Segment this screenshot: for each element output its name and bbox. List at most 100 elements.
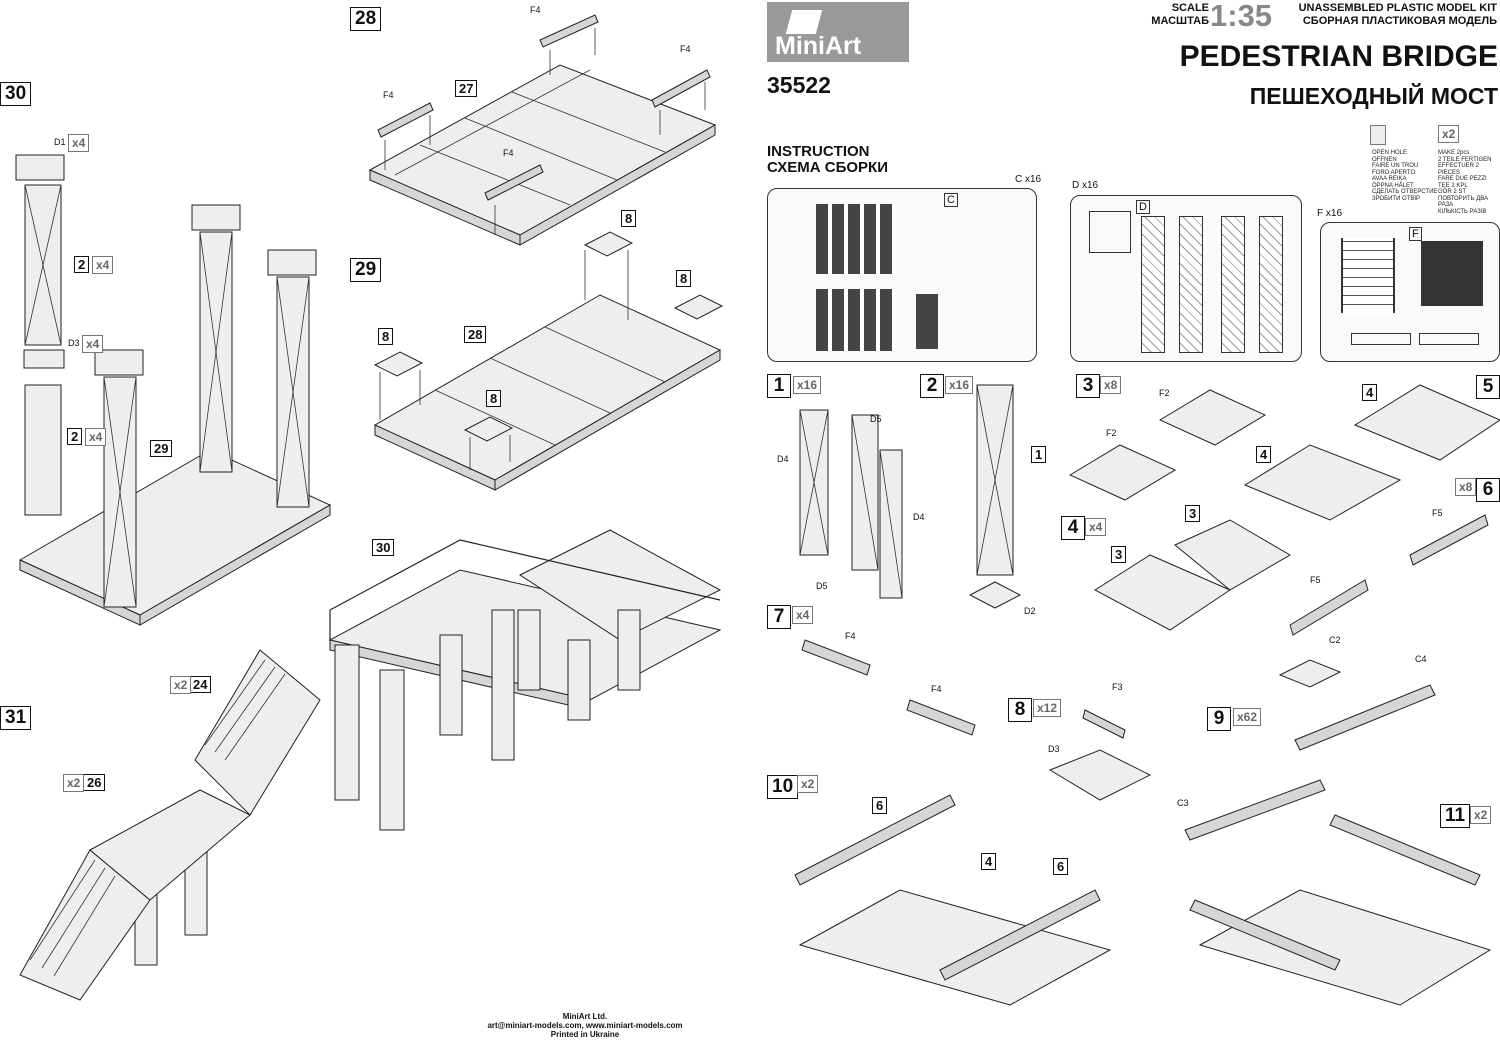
step-30-part-2a: 2: [74, 256, 90, 273]
sprue-f: F: [1320, 222, 1500, 362]
step10-assembly-drawing: [794, 794, 1112, 1006]
step2-column-drawing: [968, 384, 1022, 609]
sprue-d-truss-1: [1141, 216, 1165, 353]
make-two-legend: MAKE 2pcs 2 TEILE FERTIGEN EFFECTUER 2 P…: [1438, 150, 1492, 215]
sprue-d-letter: D: [1136, 200, 1150, 214]
sprue-f-mesh: [1421, 241, 1483, 306]
instruction-line2: СХЕМА СБОРКИ: [767, 159, 888, 176]
step-5-part-4a: 4: [1362, 384, 1378, 401]
step-11-mult: x2: [1470, 806, 1492, 824]
scale-label-ru: МАСШТАБ: [1151, 15, 1209, 27]
step1-truss-drawing: [799, 409, 903, 599]
step-6-part-f5a: F5: [1432, 508, 1443, 518]
sprue-c-letter: C: [944, 193, 958, 207]
step-9-part-c2: C2: [1329, 635, 1341, 645]
step5-plates-drawing: [1243, 384, 1500, 521]
step28-frame-drawing: [368, 14, 717, 246]
footer: MiniArt Ltd. art@miniart-models.com, www…: [460, 1012, 710, 1039]
step-29-part-8d: 8: [486, 390, 502, 407]
step-31-mult-24: x2: [170, 676, 192, 694]
step-10-part-6a: 6: [872, 797, 888, 814]
step-2-number: 2: [920, 374, 944, 398]
step-29-part-8b: 8: [676, 270, 692, 287]
open-hole-icon: [1370, 125, 1386, 145]
logo-emblem-icon: [785, 10, 823, 34]
footer-printed: Printed in Ukraine: [550, 1030, 620, 1039]
step-4-number: 4: [1061, 516, 1085, 540]
step-30-mult-2a: x4: [92, 256, 114, 274]
sprue-f-rail-2: [1419, 333, 1479, 345]
step-30-mult-d3: x4: [82, 335, 104, 353]
step-5-number: 5: [1476, 375, 1500, 399]
brand-logo: MiniArt: [767, 2, 909, 62]
step-10-mult: x2: [797, 775, 819, 793]
step-28-part-f4c: F4: [383, 90, 394, 100]
step-8-part-d3: D3: [1048, 744, 1060, 754]
step-5-part-4b: 4: [1256, 446, 1272, 463]
footer-company: MiniArt Ltd.: [562, 1012, 608, 1021]
step-2-part-d2: D2: [1024, 606, 1036, 616]
step-1-part-d4b: D4: [913, 512, 925, 522]
step-31-part-30: 30: [372, 539, 395, 556]
step-1-mult: x16: [793, 376, 822, 394]
sprue-c-label: C x16: [1015, 174, 1042, 185]
sprue-f-label: F x16: [1317, 208, 1343, 219]
open-hole-legend: OPEN HOLE OFFNEN FAIRE UN TROU FORO APER…: [1372, 150, 1438, 202]
step-29-number: 29: [350, 258, 382, 282]
step-6-part-f5b: F5: [1310, 575, 1321, 585]
step-28-part-27: 27: [455, 80, 478, 97]
instruction-line1: INSTRUCTION: [767, 143, 870, 160]
step-2-mult: x16: [945, 376, 974, 394]
sprue-f-rail-1: [1351, 333, 1411, 345]
sprue-d-label: D x16: [1072, 180, 1099, 191]
step6-rails-drawing: [1289, 514, 1489, 636]
step-8-mult: x12: [1033, 699, 1062, 717]
step-1-part-d5b: D5: [816, 581, 828, 591]
step-7-mult: x4: [792, 606, 814, 624]
step-28-part-f4b: F4: [680, 44, 691, 54]
step7-rails-drawing: [801, 639, 976, 736]
step-31-number: 31: [0, 706, 32, 730]
step-30-mult-d1: x4: [68, 134, 90, 152]
sprue-d-truss-2: [1179, 216, 1203, 353]
step31-bridge-drawing: [19, 529, 722, 1001]
sprue-d-truss-3: [1221, 216, 1245, 353]
step-3-mult: x8: [1100, 376, 1122, 394]
step-29-part-8a: 8: [621, 210, 637, 227]
step-9-number: 9: [1207, 707, 1231, 731]
step-10-part-6b: 6: [1053, 858, 1069, 875]
step30-pillars-drawing: [15, 154, 332, 626]
step-29-part-8c: 8: [378, 328, 394, 345]
sprue-d-plate: [1089, 211, 1131, 253]
step-30-number: 30: [0, 82, 32, 106]
logo-text: MiniArt: [775, 32, 862, 60]
step3-plates-drawing: [1068, 389, 1267, 501]
step-6-number: 6: [1476, 478, 1500, 502]
step-29-part-28: 28: [464, 326, 487, 343]
step-8-number: 8: [1008, 698, 1032, 722]
footer-contact: art@miniart-models.com, www.miniart-mode…: [487, 1021, 683, 1030]
title-en: PEDESTRIAN BRIDGE: [1179, 40, 1498, 73]
step-30-mult-2b: x4: [85, 428, 107, 446]
step-9-part-c3: C3: [1177, 798, 1189, 808]
step29-frame-drawing: [373, 231, 724, 491]
sprue-f-letter: F: [1409, 227, 1422, 241]
step-28-number: 28: [350, 7, 382, 31]
step-31-part-24: 24: [189, 676, 212, 693]
kit-type-en: UNASSEMBLED PLASTIC MODEL KIT: [1298, 2, 1497, 14]
step-1-part-d4a: D4: [777, 454, 789, 464]
step-6-mult: x8: [1455, 478, 1477, 496]
step-4-part-3a: 3: [1185, 505, 1201, 522]
sprue-c-grille-2: [816, 289, 896, 351]
step-8-part-f3: F3: [1112, 682, 1123, 692]
scale-label-en: SCALE: [1171, 2, 1209, 14]
step-30-part-2b: 2: [67, 428, 83, 445]
step-7-part-f4b: F4: [931, 684, 942, 694]
step-3-number: 3: [1076, 374, 1100, 398]
step-10-number: 10: [767, 775, 799, 799]
step-3-part-f2a: F2: [1159, 388, 1170, 398]
step-28-part-f4a: F4: [530, 5, 541, 15]
make-two-icon: x2: [1438, 125, 1460, 143]
sprue-d-truss-4: [1259, 216, 1283, 353]
